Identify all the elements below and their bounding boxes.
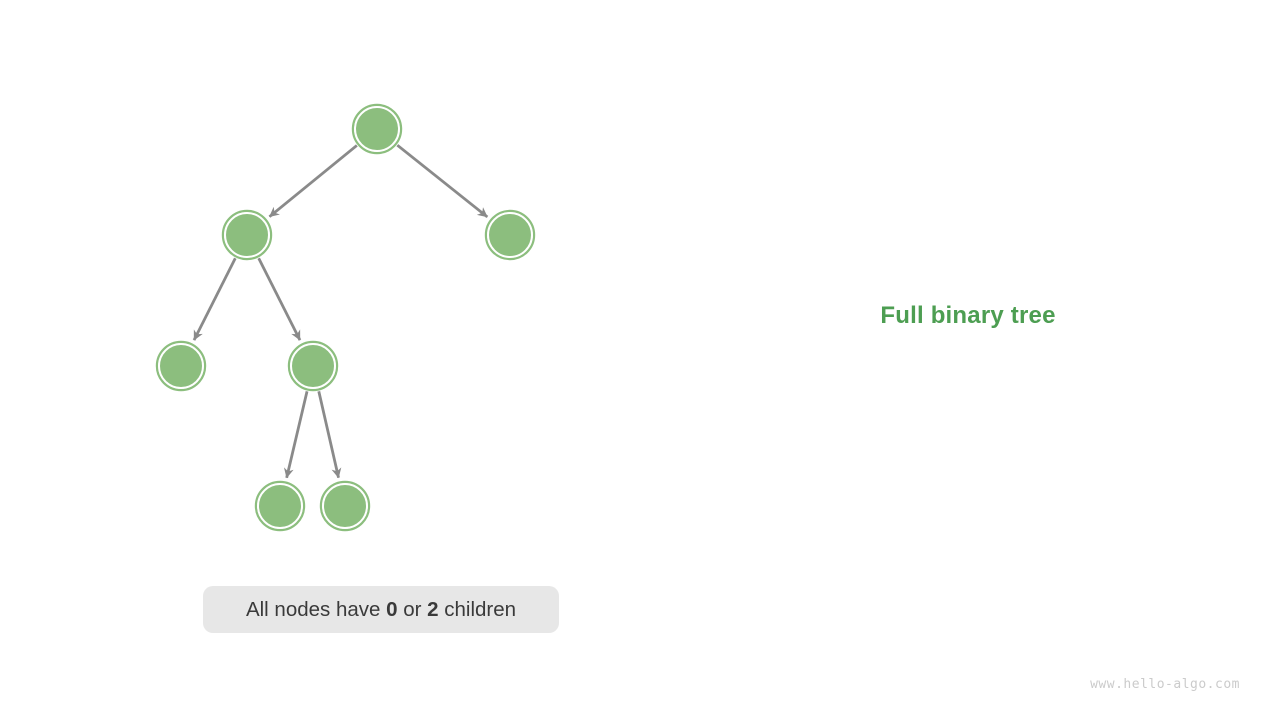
node-circle <box>257 483 303 529</box>
caption-bold-number: 0 <box>386 597 398 621</box>
tree-edge-l-ll <box>192 257 237 341</box>
tree-node-r <box>484 209 536 261</box>
nodes-layer <box>155 103 536 532</box>
tree-node-root <box>351 103 403 155</box>
caption-segment: or <box>397 597 428 621</box>
node-circle <box>158 343 204 389</box>
tree-edge-root-r <box>396 144 489 219</box>
caption-bold-number: 2 <box>427 597 439 621</box>
tree-edge-l-lr <box>257 257 302 341</box>
node-outer-ring <box>287 340 339 392</box>
node-outer-ring <box>254 480 306 532</box>
caption-segment: children <box>438 597 517 621</box>
tree-edge-lr-lrl <box>283 390 309 479</box>
tree-node-lr <box>287 340 339 392</box>
edges-layer <box>192 144 489 479</box>
node-circle <box>290 343 336 389</box>
watermark: www.hello-algo.com <box>1090 677 1240 692</box>
caption-text: All nodes have 0 or 2 children <box>246 598 516 622</box>
tree-node-l <box>221 209 273 261</box>
caption-pill: All nodes have 0 or 2 children <box>203 586 559 633</box>
node-outer-ring <box>155 340 207 392</box>
tree-edge-root-l <box>268 144 358 218</box>
tree-node-ll <box>155 340 207 392</box>
node-circle <box>487 212 533 258</box>
node-circle <box>224 212 270 258</box>
diagram-title: Full binary tree <box>880 302 1056 329</box>
node-circle <box>322 483 368 529</box>
tree-node-lrr <box>319 480 371 532</box>
node-circle <box>354 106 400 152</box>
caption-segment: All nodes have <box>245 597 387 621</box>
node-outer-ring <box>484 209 536 261</box>
node-outer-ring <box>221 209 273 261</box>
tree-edge-lr-lrr <box>317 391 342 479</box>
node-outer-ring <box>351 103 403 155</box>
node-outer-ring <box>319 480 371 532</box>
tree-node-lrl <box>254 480 306 532</box>
